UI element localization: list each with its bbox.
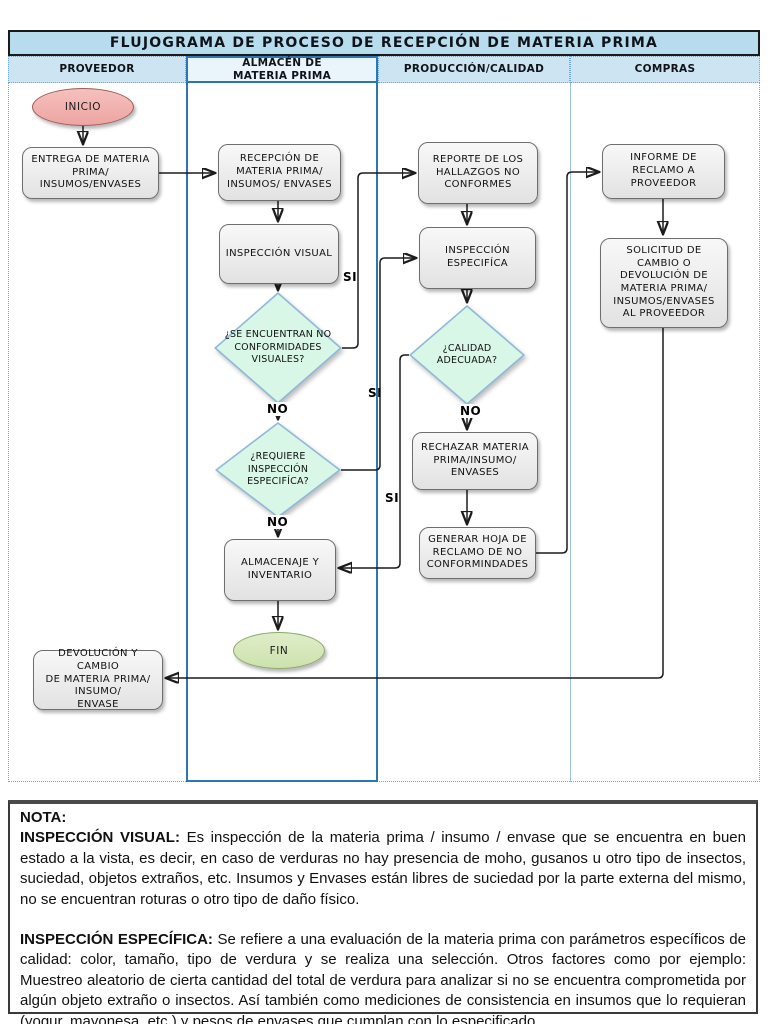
lane-header-produccion: PRODUCCIÓN/CALIDAD: [378, 56, 570, 83]
lane-header-almacen: ALMACÉN DE MATERIA PRIMA: [186, 56, 378, 83]
edge-label-no-3: NO: [458, 404, 484, 418]
lane-divider: [570, 83, 571, 782]
node-recepcion: RECEPCIÓN DE MATERIA PRIMA/ INSUMOS/ ENV…: [218, 144, 341, 201]
nota-heading: NOTA:: [20, 809, 67, 826]
node-reporte-hallazgos: REPORTE DE LOS HALLAZGOS NO CONFORMES: [418, 142, 538, 204]
decision-label: ¿REQUIERE INSPECCIÓN ESPECIFÍCA?: [247, 451, 309, 488]
edge-label-no-1: NO: [265, 402, 291, 416]
edge-label-no-2: NO: [265, 515, 291, 529]
edge-label-si-1: SI: [343, 270, 358, 284]
lane-area: [8, 83, 760, 782]
decision-no-conformidades: ¿SE ENCUENTRAN NO CONFORMIDADES VISUALES…: [214, 292, 342, 404]
decision-calidad-adecuada: ¿CALIDAD ADECUADA?: [409, 305, 525, 405]
nota-especifica-paragraph: INSPECCIÓN ESPECÍFICA: Se refiere a una …: [20, 930, 746, 1024]
nota-box: NOTA: INSPECCIÓN VISUAL: Es inspección d…: [8, 800, 758, 1024]
decision-requiere-inspeccion: ¿REQUIERE INSPECCIÓN ESPECIFÍCA?: [215, 422, 341, 518]
node-almacenaje: ALMACENAJE Y INVENTARIO: [224, 539, 336, 601]
lane-header-proveedor: PROVEEDOR: [8, 56, 186, 83]
nota-especifica-text: Se refiere a una evaluación de la materi…: [20, 930, 746, 1024]
node-solicitud-cambio: SOLICITUD DE CAMBIO O DEVOLUCIÓN DE MATE…: [600, 238, 728, 328]
page-title: FLUJOGRAMA DE PROCESO DE RECEPCIÓN DE MA…: [8, 30, 760, 56]
end-node-fin: FIN: [233, 632, 325, 669]
decision-label: ¿SE ENCUENTRAN NO CONFORMIDADES VISUALES…: [224, 329, 332, 366]
nota-visual-label: INSPECCIÓN VISUAL:: [20, 829, 180, 847]
edge-label-si-3: SI: [385, 491, 400, 505]
node-devolucion-cambio: DEVOLUCIÓN Y CAMBIO DE MATERIA PRIMA/ IN…: [33, 648, 163, 710]
edge-label-si-2: SI: [368, 386, 383, 400]
node-rechazar: RECHAZAR MATERIA PRIMA/INSUMO/ ENVASES: [412, 432, 538, 490]
nota-visual-text: Es inspección de la materia prima / insu…: [20, 829, 746, 908]
node-inspeccion-visual: INSPECCIÓN VISUAL: [219, 224, 339, 284]
start-node-inicio: INICIO: [32, 88, 134, 126]
decision-label: ¿CALIDAD ADECUADA?: [436, 342, 498, 366]
nota-spacer: [20, 910, 746, 930]
node-inspeccion-especifica: INSPECCIÓN ESPECIFÍCA: [419, 227, 536, 289]
node-informe-reclamo: INFORME DE RECLAMO A PROVEEDOR: [602, 144, 725, 199]
node-entrega-materia: ENTREGA DE MATERIA PRIMA/ INSUMOS/ENVASE…: [22, 147, 159, 199]
node-generar-hoja: GENERAR HOJA DE RECLAMO DE NO CONFORMIND…: [419, 527, 536, 579]
lane-header-compras: COMPRAS: [570, 56, 760, 83]
nota-visual-paragraph: INSPECCIÓN VISUAL: Es inspección de la m…: [20, 828, 746, 910]
nota-especifica-label: INSPECCIÓN ESPECÍFICA:: [20, 930, 213, 948]
